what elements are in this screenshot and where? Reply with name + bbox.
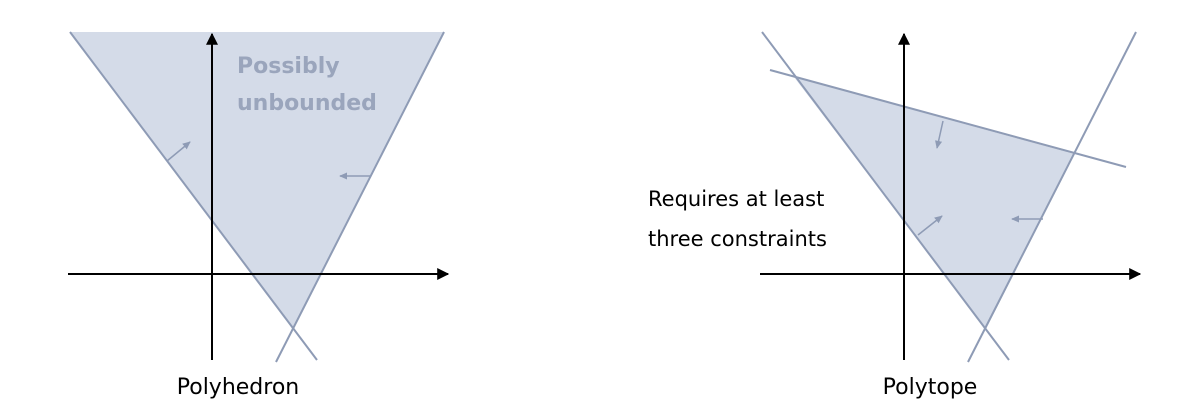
polyhedron-normal-arrow-1	[166, 141, 191, 162]
polytope-caption: Polytope	[883, 375, 978, 400]
polyhedron-caption: Polyhedron	[177, 375, 299, 400]
polyhedron-constraint-line-2	[275, 31, 445, 363]
polytope-feasible-region	[794, 77, 1074, 329]
polytope-constraint-line-2	[761, 31, 1010, 361]
polyhedron-constraint-line-1	[69, 31, 318, 361]
polytope-normal-arrow-1	[935, 120, 944, 149]
polyhedron-feasible-region	[70, 32, 444, 328]
polytope-constraint-line-1	[769, 69, 1127, 168]
polytope-diagram: Requires at least three constraints Poly…	[648, 31, 1142, 400]
polytope-constraint-line-3	[967, 31, 1137, 363]
polyhedron-annotation-line-1: Possibly	[237, 54, 340, 79]
polytope-side-note: Requires at least three constraints	[648, 187, 831, 251]
polytope-side-note-line-1: Requires at least	[648, 187, 824, 211]
polytope-side-note-line-2: three constraints	[648, 227, 827, 251]
polytope-normal-arrow-2	[917, 215, 943, 236]
polyhedron-diagram: Possibly unbounded Polyhedron	[68, 31, 450, 400]
polyhedron-annotation: Possibly unbounded	[237, 54, 377, 116]
polyhedron-annotation-line-2: unbounded	[237, 91, 377, 116]
